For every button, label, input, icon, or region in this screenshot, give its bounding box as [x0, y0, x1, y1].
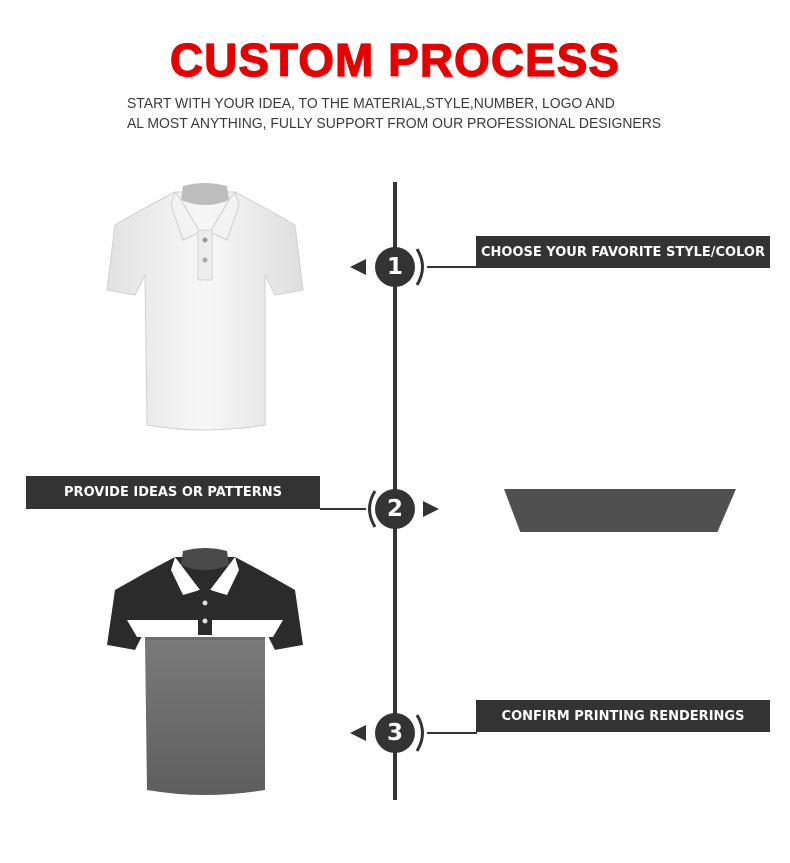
triangle-left-icon	[350, 725, 366, 741]
subtitle-line-1: START WITH YOUR IDEA, TO THE MATERIAL,ST…	[127, 95, 615, 112]
step-3-connector	[427, 732, 477, 734]
step-2-connector	[320, 508, 366, 510]
subtitle-line-2: AL MOST ANYTHING, FULLY SUPPORT FROM OUR…	[127, 115, 662, 132]
step-1-connector	[427, 266, 477, 268]
custom-polo-shirt	[105, 548, 305, 795]
triangle-right-icon	[423, 501, 439, 517]
step-3-label: CONFIRM PRINTING RENDERINGS	[476, 700, 770, 732]
arc-right-icon	[415, 248, 424, 286]
chest-band-trapezoid	[504, 489, 736, 532]
arc-left-icon	[368, 490, 377, 528]
step-2-label: PROVIDE IDEAS OR PATTERNS	[26, 476, 320, 509]
step-2-circle: 2	[375, 489, 415, 529]
white-polo-shirt	[106, 183, 304, 431]
step-1-circle: 1	[375, 247, 415, 287]
page-subtitle: START WITH YOUR IDEA, TO THE MATERIAL,ST…	[127, 94, 661, 134]
triangle-left-icon	[350, 259, 366, 275]
arc-right-icon	[415, 714, 424, 752]
step-1-label: CHOOSE YOUR FAVORITE STYLE/COLOR	[476, 236, 770, 268]
step-3-circle: 3	[375, 713, 415, 753]
page-title: CUSTOM PROCESS	[169, 33, 621, 86]
